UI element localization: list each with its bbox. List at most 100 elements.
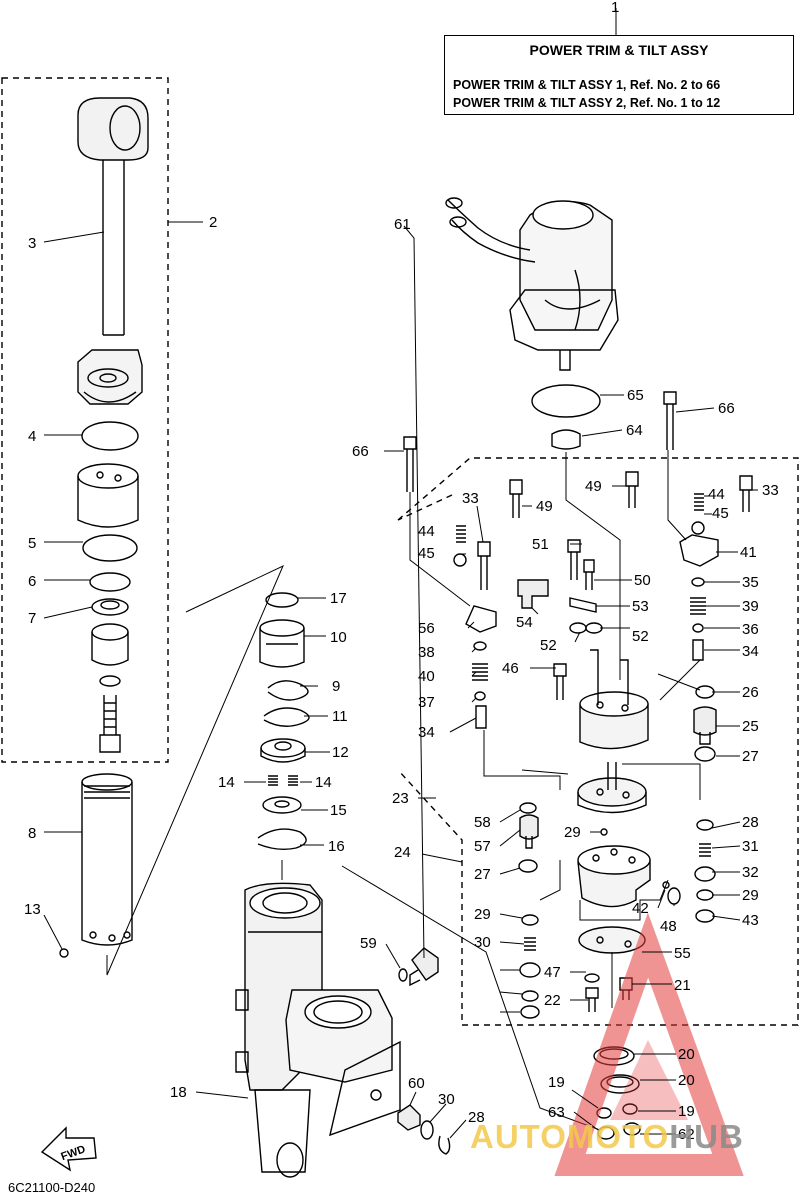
callout-label: 29 [564, 824, 581, 841]
shaft-53 [569, 597, 597, 613]
filter-19b [623, 1122, 641, 1136]
callout-label: 3 [28, 235, 36, 252]
callout-label: 18 [170, 1084, 187, 1101]
callout-label: 13 [24, 901, 41, 918]
callout-label: 65 [627, 387, 644, 404]
gland-nut-part [77, 349, 143, 405]
callout-label: 35 [742, 574, 759, 591]
seat-28-right [694, 866, 716, 882]
o-ring-62 [398, 968, 408, 982]
bolt-66-left [403, 436, 417, 492]
callout-label: 43 [742, 912, 759, 929]
bolt-51 [567, 539, 581, 580]
gear-plate [577, 762, 647, 814]
callout-label: 27 [474, 866, 491, 883]
valve-61 [397, 1104, 421, 1131]
o-ring-65 [531, 384, 601, 418]
callout-label: 33 [762, 482, 779, 499]
callout-label: 66 [718, 400, 735, 417]
watermark-part1: AUTOMOTO [470, 1118, 670, 1155]
ball-13 [59, 948, 69, 958]
cylinder-tube-part [81, 773, 133, 946]
callout-label: 50 [634, 572, 651, 589]
callout-label: 19 [678, 1103, 695, 1120]
callout-label: 32 [742, 864, 759, 881]
callout-label: 12 [332, 744, 349, 761]
callout-label: 28 [742, 814, 759, 831]
callout-label: 9 [332, 678, 340, 695]
callout-label: 6 [28, 573, 36, 590]
callout-label: 52 [540, 637, 557, 654]
piston-10 [259, 619, 305, 668]
callout-label: 40 [418, 668, 435, 685]
spring-44-right [694, 493, 704, 511]
plate-12 [260, 738, 306, 763]
bolt-33-left [477, 541, 491, 590]
callout-label: 30 [438, 1091, 455, 1108]
callout-label: 27 [742, 748, 759, 765]
bolt-66-right [663, 391, 677, 450]
pump-upper-housing [579, 649, 649, 750]
callout-label: 64 [626, 422, 643, 439]
callout-label: 62 [678, 1126, 695, 1143]
switch-54 [517, 579, 549, 609]
callout-label: 66 [352, 443, 369, 460]
callout-label: 34 [742, 643, 759, 660]
bracket-41 [679, 534, 719, 567]
drawing-code: 6C21100-D240 [8, 1180, 96, 1195]
callout-label: 25 [742, 718, 759, 735]
fwd-arrow-icon [40, 1126, 97, 1172]
callout-label: 14 [315, 774, 332, 791]
callout-label: 21 [674, 977, 691, 994]
bolt-50 [583, 559, 595, 590]
callout-label: 29 [474, 906, 491, 923]
coupling-64 [551, 429, 581, 450]
o-ring-32-right [695, 909, 715, 923]
callout-label: 45 [418, 545, 435, 562]
valve-57 [519, 814, 539, 849]
callout-label: 44 [708, 486, 725, 503]
o-ring-58 [519, 802, 537, 814]
pump-lower-housing [577, 845, 651, 908]
callout-label: 34 [418, 724, 435, 741]
ball-36 [692, 623, 704, 633]
callout-label: 53 [632, 598, 649, 615]
seat-28-left [519, 962, 541, 978]
spring-30-right [699, 843, 711, 857]
callout-label: 39 [742, 598, 759, 615]
callout-label: 4 [28, 428, 36, 445]
callout-label: 30 [474, 934, 491, 951]
valve-63 [409, 947, 439, 987]
callout-label: 37 [418, 694, 435, 711]
filter-19a [597, 1126, 615, 1140]
callout-label: 7 [28, 610, 36, 627]
watermark-text: AUTOMOTOHUB [470, 1118, 744, 1156]
callout-label: 8 [28, 825, 36, 842]
pin-34-right [692, 639, 704, 661]
bolt-49-left [509, 479, 523, 518]
spring-14b [288, 775, 298, 786]
callout-label: 24 [394, 844, 411, 861]
washer-29-right [696, 819, 714, 831]
callout-label: 57 [474, 838, 491, 855]
callout-label: 10 [330, 629, 347, 646]
callout-label: 31 [742, 838, 759, 855]
callout-label: 26 [742, 684, 759, 701]
callout-label: 51 [532, 536, 549, 553]
ball-31-left [521, 990, 539, 1002]
ball-35 [691, 577, 705, 587]
callout-label: 19 [548, 1074, 565, 1091]
ball-29-center [600, 828, 608, 836]
callout-label: 20 [678, 1046, 695, 1063]
o-ring-26 [695, 685, 715, 699]
callout-label: 56 [418, 620, 435, 637]
callout-label: 47 [544, 964, 561, 981]
callout-label: 33 [462, 490, 479, 507]
callout-label: 11 [332, 708, 348, 725]
seal-27-left [518, 859, 538, 873]
circlip-16 [257, 828, 307, 851]
ball-38 [473, 641, 487, 651]
callout-label: 45 [712, 505, 729, 522]
cylinder-body-part [235, 882, 401, 1178]
